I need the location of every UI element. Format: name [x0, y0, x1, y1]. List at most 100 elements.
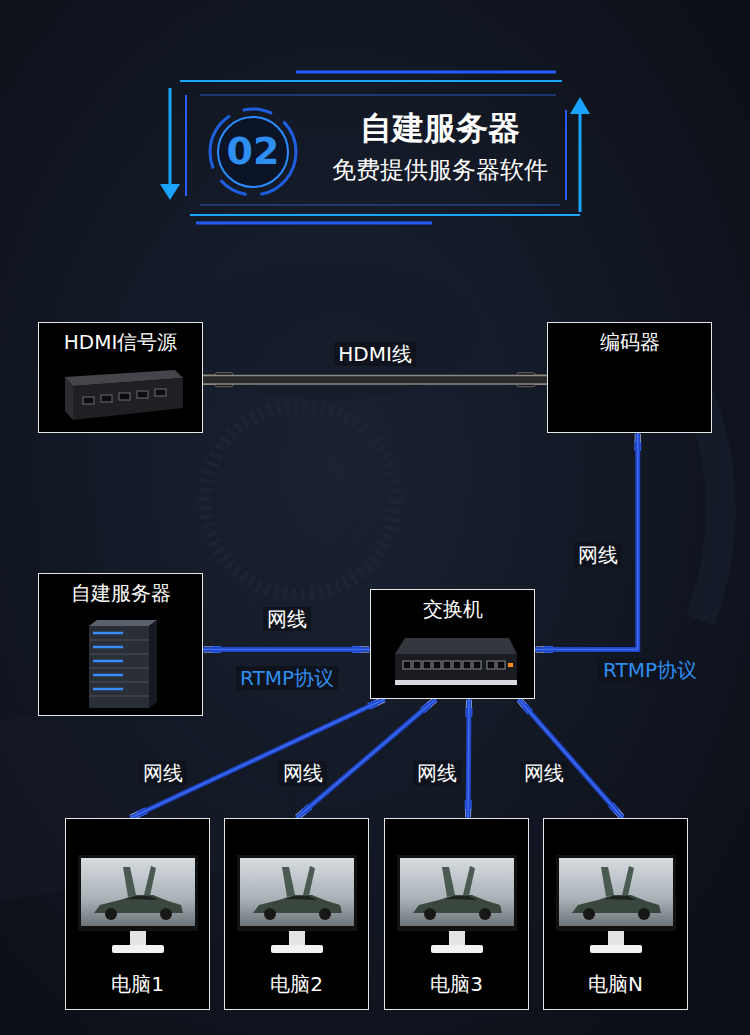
rect-shape	[271, 945, 323, 953]
protocol-label: RTMP协议	[236, 666, 338, 690]
rect-shape	[78, 855, 198, 931]
subtitle-text: 免费提供服务器软件	[328, 156, 552, 185]
g-shape	[83, 389, 166, 404]
cable-label: 网线	[413, 761, 461, 785]
path-shape	[200, 205, 560, 206]
line-shape	[89, 640, 149, 641]
path-shape	[185, 95, 187, 196]
switch-box: 交换机	[370, 589, 535, 699]
rect-shape	[240, 858, 354, 926]
circle-shape	[160, 908, 172, 920]
path-shape	[519, 699, 623, 818]
path-shape	[303, 866, 315, 896]
rect-shape	[473, 661, 481, 669]
rect-shape	[101, 395, 112, 402]
network-cable	[519, 699, 623, 818]
cable-label: 网线	[574, 543, 622, 567]
hdmi-cable	[203, 379, 547, 380]
rect-shape	[289, 931, 305, 947]
rect-shape	[130, 931, 146, 947]
rect-shape	[155, 389, 166, 396]
heading-text: 自建服务器	[356, 109, 524, 147]
circle-shape	[638, 908, 650, 920]
rect-shape	[137, 391, 148, 398]
path-shape	[463, 866, 475, 896]
box-title: 电脑3	[430, 972, 483, 997]
rect-shape	[497, 661, 505, 669]
rect-shape	[413, 661, 421, 669]
path-shape	[203, 376, 547, 383]
line-shape	[93, 646, 123, 649]
path-shape	[519, 699, 623, 818]
hdmi-splitter-picture	[57, 367, 183, 425]
polygon-shape	[395, 638, 517, 654]
path-shape	[604, 896, 636, 900]
rect-shape	[81, 858, 195, 926]
step-number: 02	[227, 128, 280, 176]
rect-shape	[487, 661, 495, 669]
path-shape	[579, 112, 582, 212]
path-shape	[180, 80, 562, 82]
box-title: 编码器	[600, 330, 660, 355]
step-number-circle: 02	[208, 107, 298, 197]
path-shape	[196, 222, 432, 225]
path-shape	[130, 699, 385, 818]
path-shape	[535, 433, 638, 650]
path-shape	[297, 699, 437, 818]
protocol-label: RTMP协议	[599, 658, 701, 682]
path-shape	[622, 866, 634, 896]
path-shape	[200, 95, 556, 96]
rect-shape	[453, 661, 461, 669]
rect-shape	[443, 661, 451, 669]
network-cable	[535, 433, 638, 650]
circle-shape	[424, 908, 436, 920]
g-shape	[93, 633, 123, 689]
line-shape	[89, 654, 149, 655]
line-shape	[93, 688, 123, 691]
circle-shape	[218, 117, 288, 187]
circle-shape	[583, 908, 595, 920]
path-shape	[282, 867, 295, 897]
encoder-box: 编码器	[547, 322, 712, 433]
path-shape	[285, 896, 317, 900]
rect-shape	[559, 858, 673, 926]
polygon-shape	[73, 378, 183, 420]
path-shape	[445, 896, 477, 900]
monitor-picture	[78, 855, 198, 957]
server-picture	[79, 618, 159, 710]
header-frame	[160, 72, 590, 223]
rect-shape	[83, 397, 94, 404]
monitor-picture	[237, 855, 357, 957]
line-shape	[93, 632, 123, 635]
cable-label: 网线	[279, 761, 327, 785]
cable-label: 网线	[139, 761, 187, 785]
box-title: 电脑N	[588, 972, 643, 997]
path-shape	[535, 433, 638, 650]
path-shape	[190, 214, 580, 216]
rect-shape	[395, 680, 517, 685]
circle-shape	[319, 908, 331, 920]
line-shape	[93, 660, 123, 663]
cable-label: 网线	[263, 607, 311, 631]
circle-shape	[264, 908, 276, 920]
path-shape	[169, 88, 172, 186]
box-title: 电脑2	[270, 972, 323, 997]
g-shape	[403, 661, 505, 669]
circle-shape	[105, 908, 117, 920]
rect-shape	[556, 855, 676, 931]
circle-shape	[479, 908, 491, 920]
cable-label: HDMI线	[334, 342, 416, 366]
network-switch-picture	[389, 634, 519, 692]
polygon-shape	[65, 377, 73, 420]
box-title: 电脑1	[111, 972, 164, 997]
path-shape	[123, 867, 136, 897]
line-shape	[89, 668, 149, 669]
cable-label: 网线	[520, 761, 568, 785]
path-shape	[296, 71, 556, 74]
rect-shape	[463, 661, 471, 669]
computer-box: 电脑N	[543, 818, 688, 1010]
path-shape	[565, 110, 567, 200]
network-cable	[203, 649, 370, 650]
